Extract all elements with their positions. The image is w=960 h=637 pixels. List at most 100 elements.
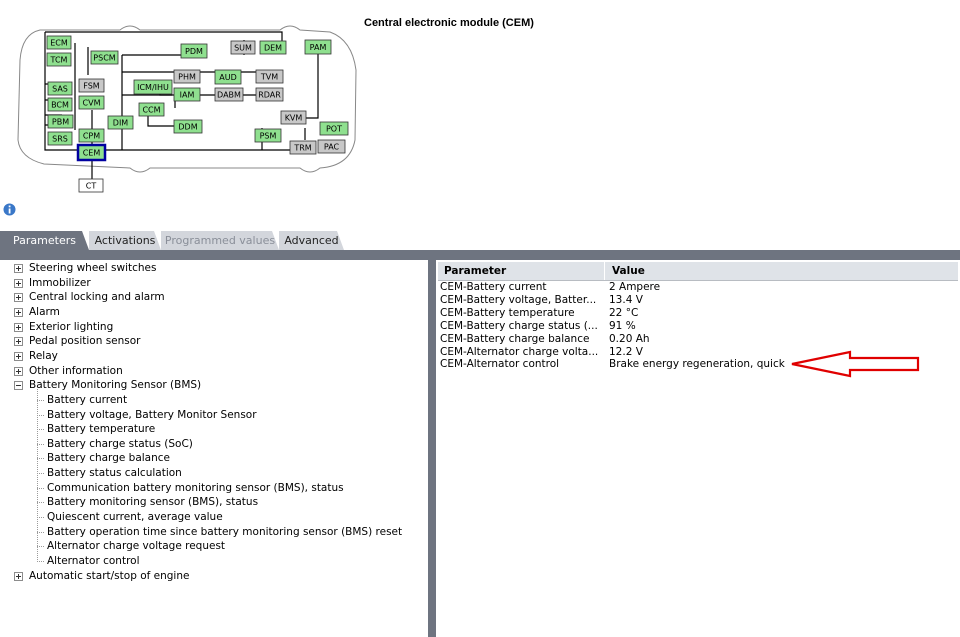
module-aud[interactable]: AUD (214, 69, 242, 85)
tree-item[interactable]: Battery current (0, 393, 428, 407)
tree-group[interactable]: Central locking and alarm (0, 290, 428, 304)
tree-group-label[interactable]: Steering wheel switches (29, 262, 157, 274)
module-pdm[interactable]: PDM (180, 43, 208, 59)
tree-group[interactable]: Pedal position sensor (0, 334, 428, 348)
module-dim[interactable]: DIM (107, 115, 134, 130)
tree-item[interactable]: Battery operation time since battery mon… (0, 525, 428, 539)
tab-activations[interactable]: Activations (89, 231, 161, 250)
tree-item-label[interactable]: Alternator control (47, 555, 140, 567)
module-dem[interactable]: DEM (259, 40, 287, 55)
grid-cell-parameter[interactable]: CEM-Battery charge balance (440, 332, 590, 345)
expand-icon[interactable] (14, 351, 23, 361)
tree-group[interactable]: Alarm (0, 305, 428, 319)
column-header-parameter[interactable]: Parameter (444, 265, 507, 277)
tree-group[interactable]: Immobilizer (0, 276, 428, 290)
module-icm-ihu[interactable]: ICM/IHU (133, 79, 173, 95)
expand-icon[interactable] (14, 307, 23, 317)
module-trm[interactable]: TRM (289, 140, 317, 155)
column-separator[interactable] (604, 262, 605, 280)
tree-item[interactable]: Communication battery monitoring sensor … (0, 481, 428, 495)
tab-advanced[interactable]: Advanced (279, 231, 344, 250)
module-pac[interactable]: PAC (317, 139, 346, 154)
expand-icon[interactable] (14, 293, 23, 303)
tree-group-label[interactable]: Exterior lighting (29, 320, 114, 333)
module-pscm[interactable]: PSCM (90, 50, 119, 65)
tree-group-label[interactable]: Automatic start/stop of engine (29, 569, 190, 582)
module-sum[interactable]: SUM (230, 40, 256, 55)
tree-group[interactable]: Exterior lighting (0, 320, 428, 334)
tree-group-label[interactable]: Relay (29, 349, 58, 362)
grid-cell-parameter[interactable]: CEM-Battery charge status (... (440, 319, 598, 332)
tree-item[interactable]: Alternator control (0, 554, 428, 568)
grid-cell-value[interactable]: 22 °C (609, 306, 639, 319)
tree-item-label[interactable]: Battery current (47, 393, 128, 406)
tree-item[interactable]: Alternator charge voltage request (0, 539, 428, 553)
tree-group[interactable]: Relay (0, 349, 428, 363)
module-ct[interactable]: CT (78, 178, 104, 193)
module-kvm[interactable]: KVM (280, 110, 307, 125)
tree-group[interactable]: Other information (0, 364, 428, 378)
grid-cell-value[interactable]: Brake energy regeneration, quick (609, 358, 785, 371)
tab-parameters[interactable]: Parameters (0, 231, 89, 250)
grid-cell-parameter[interactable]: CEM-Battery temperature (440, 306, 575, 319)
expand-icon[interactable] (14, 571, 23, 581)
tree-group-label[interactable]: Other information (29, 364, 123, 377)
module-cvm[interactable]: CVM (78, 95, 105, 110)
grid-cell-value[interactable]: 0.20 Ah (609, 332, 650, 345)
tree-item-label[interactable]: Battery charge status (SoC) (47, 437, 193, 450)
tree-group-label[interactable]: Battery Monitoring Sensor (BMS) (29, 379, 202, 392)
grid-cell-value[interactable]: 13.4 V (609, 293, 643, 306)
grid-cell-parameter[interactable]: CEM-Alternator charge volta... (440, 345, 599, 358)
tree-item-label[interactable]: Battery operation time since battery mon… (47, 525, 403, 538)
module-ecm[interactable]: ECM (46, 35, 72, 50)
tree-group-label[interactable]: Pedal position sensor (29, 335, 141, 348)
tree-item-label[interactable]: Battery monitoring sensor (BMS), status (47, 496, 259, 509)
tree-item-label[interactable]: Battery status calculation (47, 467, 182, 480)
column-header-value[interactable]: Value (612, 265, 645, 277)
tree-item[interactable]: Battery charge status (SoC) (0, 437, 428, 451)
tree-item-label[interactable]: Battery temperature (47, 423, 156, 436)
grid-cell-value[interactable]: 91 % (609, 319, 636, 332)
module-dabm[interactable]: DABM (214, 87, 244, 102)
grid-cell-parameter[interactable]: CEM-Battery voltage, Batter... (440, 293, 597, 306)
module-cem[interactable]: CEM (76, 143, 107, 162)
expand-icon[interactable] (14, 337, 23, 347)
tree-group-label[interactable]: Alarm (29, 305, 60, 318)
tree-item[interactable]: Battery monitoring sensor (BMS), status (0, 495, 428, 509)
module-bcm[interactable]: BCM (47, 97, 73, 112)
module-pot[interactable]: POT (319, 121, 349, 136)
module-ddm[interactable]: DDM (173, 119, 203, 134)
module-fsm[interactable]: FSM (78, 78, 105, 93)
module-tvm[interactable]: TVM (255, 69, 284, 84)
tree-group-bms[interactable]: Battery Monitoring Sensor (BMS) (0, 378, 428, 392)
module-sas[interactable]: SAS (47, 81, 73, 96)
tree-group[interactable]: Automatic start/stop of engine (0, 569, 428, 583)
module-ccm[interactable]: CCM (138, 102, 165, 117)
panel-splitter[interactable] (428, 260, 436, 637)
grid-cell-parameter[interactable]: CEM-Battery current (440, 281, 547, 293)
grid-cell-value[interactable]: 12.2 V (609, 345, 643, 358)
tree-item-label[interactable]: Communication battery monitoring sensor … (47, 481, 344, 494)
expand-icon[interactable] (14, 278, 23, 288)
info-icon[interactable] (3, 203, 16, 216)
tree-item[interactable]: Battery voltage, Battery Monitor Sensor (0, 408, 428, 422)
tree-item[interactable]: Battery temperature (0, 422, 428, 436)
expand-icon[interactable] (14, 366, 23, 376)
tree-group[interactable]: Steering wheel switches (0, 261, 428, 275)
tree-item[interactable]: Battery status calculation (0, 466, 428, 480)
grid-cell-value[interactable]: 2 Ampere (609, 281, 661, 293)
module-rdar[interactable]: RDAR (255, 87, 284, 102)
module-iam[interactable]: IAM (173, 87, 201, 102)
module-psm[interactable]: PSM (254, 128, 282, 143)
tree-item-label[interactable]: Battery voltage, Battery Monitor Sensor (47, 408, 257, 421)
module-srs[interactable]: SRS (47, 131, 73, 146)
module-tcm[interactable]: TCM (46, 52, 72, 67)
tree-item-label[interactable]: Quiescent current, average value (47, 511, 223, 524)
collapse-icon[interactable] (14, 381, 23, 391)
expand-icon[interactable] (14, 264, 23, 273)
module-pbm[interactable]: PBM (47, 114, 74, 129)
expand-icon[interactable] (14, 322, 23, 332)
module-phm[interactable]: PHM (173, 69, 201, 84)
tree-group-label[interactable]: Central locking and alarm (29, 291, 165, 304)
module-pam[interactable]: PAM (304, 39, 332, 55)
